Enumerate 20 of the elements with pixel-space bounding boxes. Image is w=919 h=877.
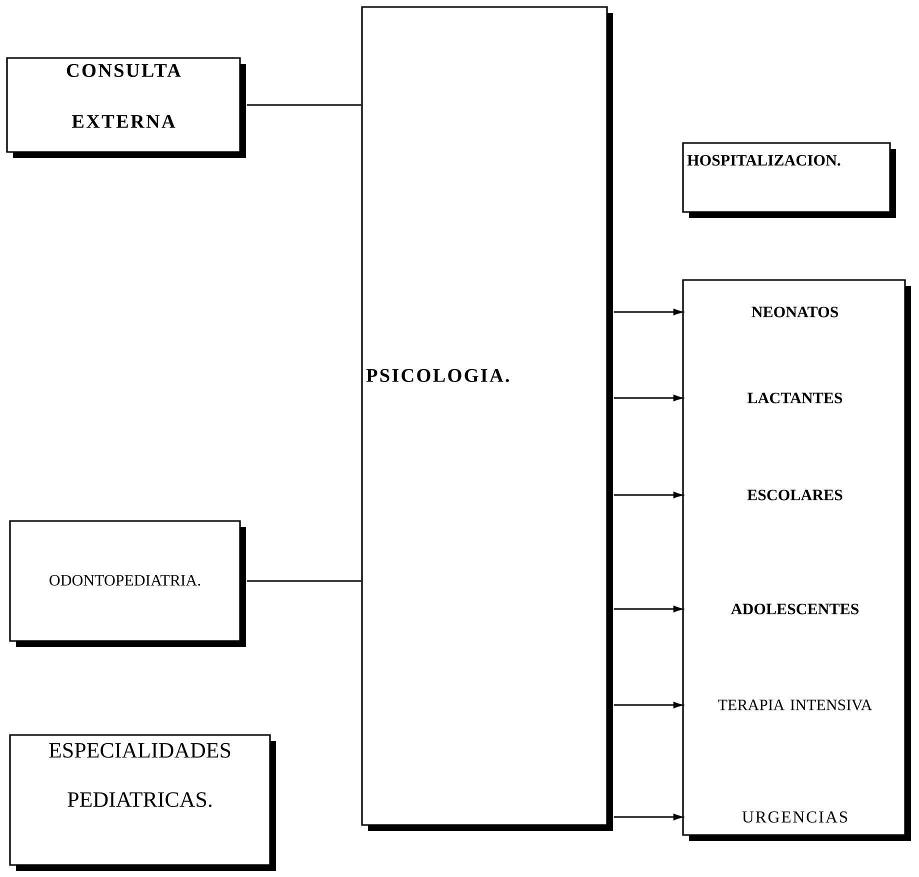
list-item: TERAPIA INTENSIVA	[718, 700, 872, 710]
process-box: HOSPITALIZACION.	[682, 142, 896, 218]
process-box: ESPECIALIDADES PEDIATRICAS.	[9, 734, 276, 871]
arrow	[614, 606, 683, 612]
arrow	[614, 308, 683, 316]
connector-line	[246, 580, 362, 582]
process-box: CONSULTA EXTERNA	[6, 57, 246, 158]
list-item: LACTANTES	[748, 392, 842, 404]
list-item: ESCOLARES	[747, 490, 842, 500]
arrow	[614, 394, 683, 402]
list-item: URGENCIAS	[742, 811, 848, 823]
process-box: PSICOLOGIA.	[361, 6, 613, 832]
list-item: NEONATOS	[752, 306, 838, 318]
arrow	[614, 814, 683, 820]
list-item: ADOLESCENTES	[731, 604, 858, 614]
arrow	[614, 702, 683, 708]
arrow	[614, 492, 683, 498]
group-box	[682, 279, 911, 841]
process-box: ODONTOPEDIATRIA.	[9, 520, 246, 647]
connector-line	[246, 104, 362, 106]
